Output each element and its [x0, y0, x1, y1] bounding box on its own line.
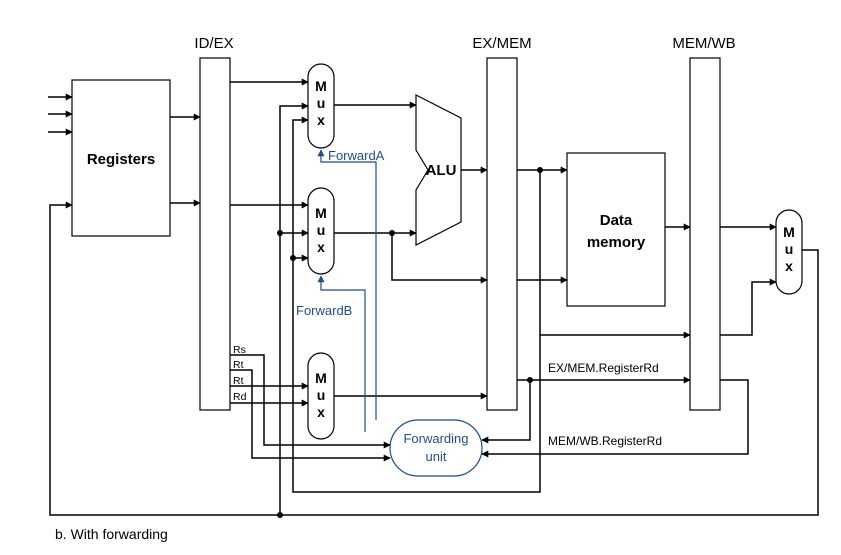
alu-label: ALU: [426, 162, 457, 179]
forwarding-unit-label-1: Forwarding: [403, 431, 468, 446]
writeback-loop-wire: [49, 102, 819, 518]
ex-mem-registerrd-label: EX/MEM.RegisterRd: [548, 361, 659, 375]
mem-wb-label: MEM/WB: [672, 35, 735, 52]
writeback-mux: M u x: [775, 209, 803, 295]
mux-wb-letter-u: u: [785, 241, 794, 257]
mux-c-letter-u: u: [317, 387, 326, 403]
mux-output-wires: [334, 101, 488, 400]
rt-label-1: Rt: [233, 359, 244, 371]
forward-a-control: ForwardA: [317, 148, 385, 420]
forward-a-label: ForwardA: [328, 148, 385, 163]
forwarding-unit-block: [389, 419, 483, 477]
mem-wb-registerrd-wire: [481, 379, 749, 458]
mem-wb-register: [689, 57, 721, 411]
forwarding-unit-label-2: unit: [426, 449, 447, 464]
data-memory-label-1: Data: [600, 212, 633, 229]
register-input-arrows: [48, 93, 73, 136]
id-ex-to-mux-wires: [230, 78, 309, 209]
regdst-mux: M u x: [307, 352, 335, 440]
mux-wb-letter-x: x: [785, 258, 793, 274]
figure-caption: b. With forwarding: [55, 526, 168, 542]
register-number-wires: [230, 354, 391, 462]
id-ex-register: [199, 57, 231, 411]
rt-label-2: Rt: [233, 375, 244, 387]
mux-a-letter-u: u: [317, 95, 326, 111]
mux-b-letter-u: u: [317, 222, 326, 238]
ex-mem-output-wires: [290, 116, 691, 493]
forward-b-label: ForwardB: [296, 303, 352, 318]
forward-a-mux: M u x: [307, 63, 335, 149]
registers-block: [71, 79, 171, 237]
registers-label: Registers: [87, 151, 155, 168]
mux-b-letter-m: M: [315, 205, 327, 221]
mux-wb-letter-m: M: [783, 224, 795, 240]
id-ex-label: ID/EX: [194, 35, 233, 52]
ex-mem-register: [486, 57, 518, 411]
forward-b-mux: M u x: [307, 187, 335, 275]
mem-wb-registerrd-label: MEM/WB.RegisterRd: [548, 434, 662, 448]
ex-mem-label: EX/MEM: [472, 35, 531, 52]
mux-a-letter-m: M: [315, 78, 327, 94]
mux-c-letter-x: x: [317, 404, 325, 420]
mem-wb-output-wires: [720, 223, 777, 336]
alu-block: [415, 94, 462, 246]
mux-c-letter-m: M: [315, 370, 327, 386]
data-memory-block: [566, 152, 666, 307]
ex-mem-registerrd-wires: [481, 376, 691, 444]
data-memory-label-2: memory: [587, 234, 646, 251]
forward-b-control: ForwardB: [296, 275, 366, 432]
mux-b-letter-x: x: [317, 239, 325, 255]
rd-label: Rd: [233, 391, 247, 403]
mux-a-letter-x: x: [317, 112, 325, 128]
rs-label: Rs: [233, 344, 246, 356]
